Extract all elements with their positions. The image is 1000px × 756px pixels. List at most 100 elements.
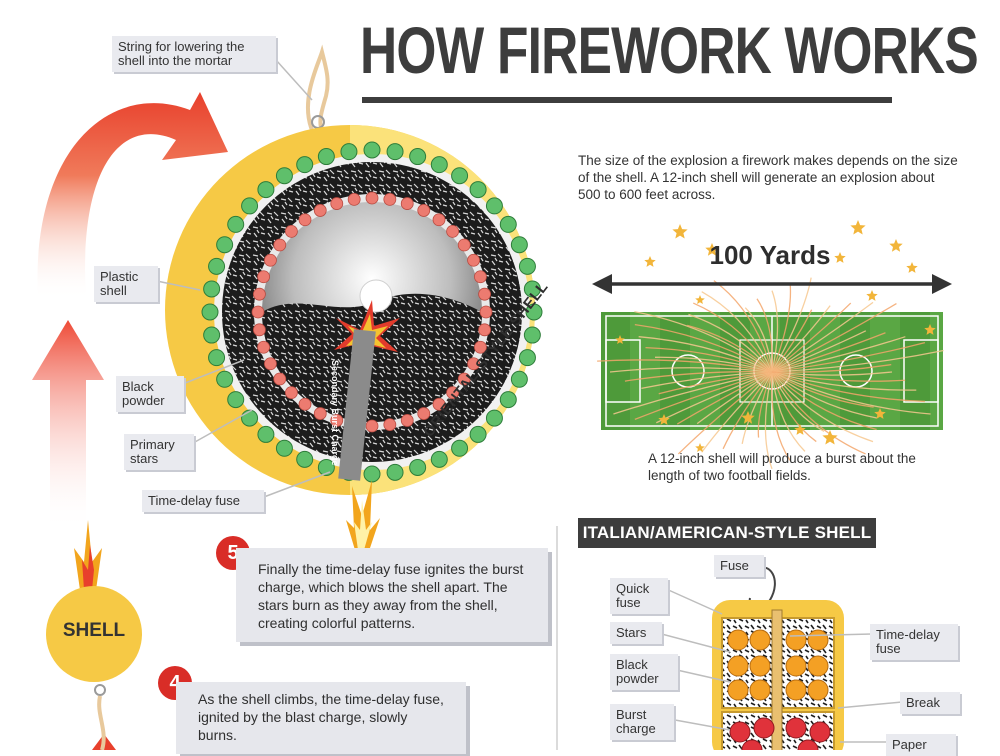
green-star: [499, 215, 517, 233]
firework-ray: [771, 341, 926, 373]
label-plastic-shell: Plastic shell: [94, 266, 158, 302]
green-star: [386, 463, 404, 481]
firework-ray: [658, 371, 773, 395]
firework-ray: [756, 298, 773, 373]
firework-ray: [770, 371, 791, 461]
firework-ray: [641, 371, 773, 390]
firework-ray: [771, 371, 874, 443]
label-italian-time-delay-fuse: Time-delay fuse: [870, 624, 958, 660]
red-star: [400, 197, 414, 210]
firework-ray: [771, 371, 925, 403]
label-time-delay-fuse: Time-delay fuse: [142, 490, 264, 512]
sparkle-star-icon: [874, 408, 886, 419]
green-star: [201, 303, 219, 321]
red-star: [478, 323, 491, 337]
firework-ray: [771, 302, 897, 373]
green-star: [216, 236, 234, 254]
orange-star: [785, 655, 807, 677]
firework-ray: [771, 371, 906, 382]
green-star: [485, 409, 503, 427]
firework-ray: [771, 349, 944, 373]
field-caption: A 12-inch shell will produce a burst abo…: [648, 451, 916, 483]
sparkle-star-icon: [822, 430, 838, 445]
red-star: [446, 224, 460, 238]
firework-ray: [757, 371, 773, 438]
green-star: [208, 349, 226, 367]
green-star: [386, 143, 404, 161]
sparkle-star-icon: [741, 411, 755, 424]
firework-ray: [624, 371, 773, 382]
red-star: [457, 238, 471, 252]
page-title: HOW FIREWORK WORKS: [360, 13, 979, 87]
firework-ray: [771, 309, 813, 373]
red-star: [474, 340, 487, 354]
red-star: [785, 717, 807, 739]
red-star: [417, 407, 431, 420]
red-star: [809, 721, 831, 743]
red-star: [313, 204, 327, 217]
shell-badge-label: SHELL: [62, 620, 126, 641]
sparkle-star-icon: [850, 220, 866, 235]
red-star: [474, 270, 487, 284]
red-star: [383, 418, 397, 431]
green-star: [257, 425, 275, 443]
red-star: [284, 224, 298, 238]
green-star: [317, 148, 335, 166]
green-star: [451, 167, 469, 185]
firework-ray: [701, 291, 773, 373]
red-star: [251, 305, 265, 319]
sparkle-star-icon: [672, 224, 688, 239]
red-star: [729, 721, 751, 743]
red-star: [457, 372, 471, 386]
firework-ray: [634, 323, 773, 373]
green-star: [296, 450, 314, 468]
firework-ray: [713, 280, 773, 373]
label-string: String for lowering the shell into the m…: [112, 36, 276, 72]
label-stars: Stars: [610, 622, 662, 644]
green-star: [275, 439, 293, 457]
green-star: [296, 156, 314, 174]
green-star: [340, 143, 358, 161]
firework-ray: [677, 371, 773, 455]
firework-ray: [771, 283, 792, 373]
firework-ray: [741, 371, 773, 444]
green-star: [510, 370, 528, 388]
red-star: [432, 213, 446, 227]
green-star: [469, 425, 487, 443]
sparkle-star-icon: [695, 443, 705, 452]
red-star: [467, 357, 480, 371]
orange-star: [727, 655, 749, 677]
orange-star: [785, 629, 807, 651]
step-5-text: Finally the time-delay fuse ignites the …: [236, 548, 548, 642]
sparkle-star-icon: [866, 290, 878, 301]
sparkle-star-icon: [794, 424, 806, 435]
firework-ray: [597, 359, 773, 373]
red-star: [446, 386, 460, 400]
green-star: [451, 439, 469, 457]
red-star: [330, 414, 344, 427]
sparkle-star-icon: [644, 256, 656, 267]
green-star: [430, 156, 448, 174]
red-star: [417, 204, 431, 217]
red-star: [264, 357, 277, 371]
red-star: [273, 238, 287, 252]
green-star: [485, 197, 503, 215]
red-star: [298, 397, 312, 411]
title-underline: [362, 97, 892, 103]
firework-ray: [686, 324, 773, 373]
green-star: [469, 181, 487, 199]
orange-star: [807, 679, 829, 701]
orange-star: [749, 629, 771, 651]
red-star: [797, 739, 819, 750]
red-star: [741, 739, 763, 750]
secondary-burst-label: Secondary Burst Charge: [330, 360, 340, 466]
red-star: [264, 253, 277, 267]
label-burst-charge: Burst charge: [610, 704, 674, 740]
firework-ray: [655, 356, 773, 373]
red-star: [273, 372, 287, 386]
red-star: [479, 305, 493, 319]
firework-ray: [609, 367, 773, 373]
green-star: [430, 450, 448, 468]
firework-ray: [771, 330, 867, 373]
